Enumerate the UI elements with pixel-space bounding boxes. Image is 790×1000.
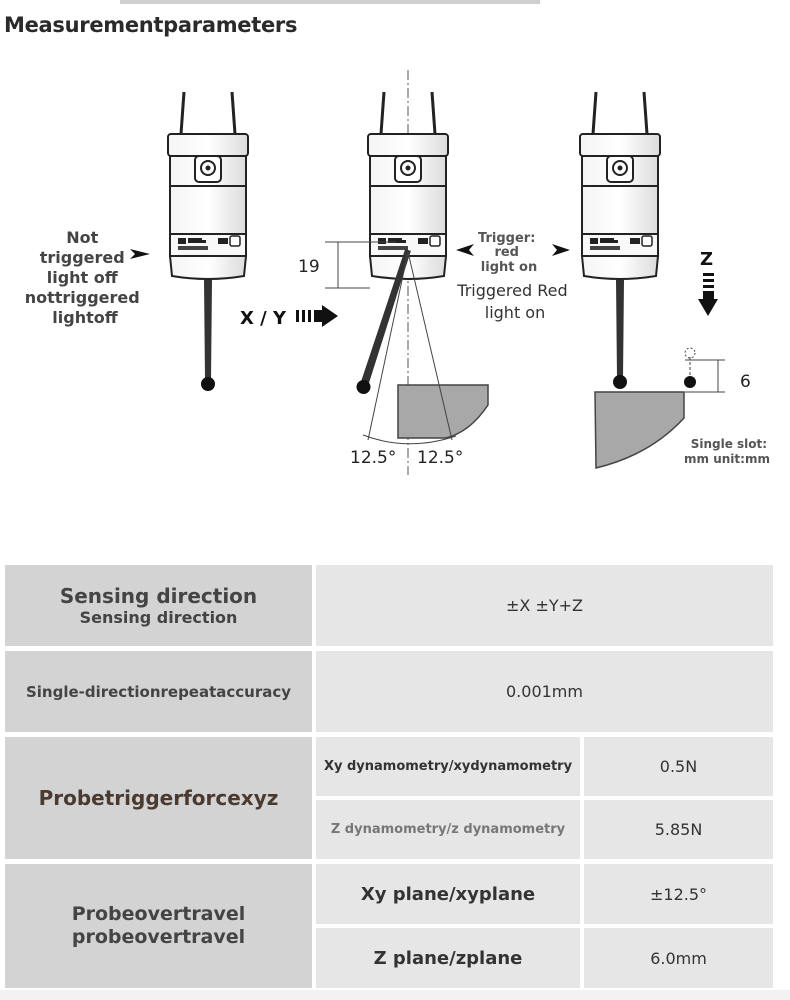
svg-text:Not triggered light of: Not triggered light off nottriggered lig… [25, 228, 146, 327]
trigger-big-line: light on [485, 303, 545, 322]
z-axis-label: Z [700, 249, 713, 270]
probe-triggered-z [578, 90, 662, 389]
left-label-line: light off [47, 268, 119, 287]
trigger-small-line: Trigger: [478, 231, 535, 246]
sensing-label: Sensing direction [59, 584, 258, 608]
unit-note-line: mm unit:mm [684, 452, 770, 466]
overtravel-xy-value: ±12.5° [584, 864, 773, 924]
unit-note-line: Single slot: [691, 437, 767, 451]
arrow-right-probe [552, 244, 570, 256]
arrow-left-probe [130, 249, 150, 259]
dimension-19-label: 19 [298, 257, 320, 277]
left-label-line: triggered [40, 248, 125, 267]
probe-untriggered [166, 90, 250, 391]
overtravel-label-cell: Probeovertravel probeovertravel [5, 864, 312, 988]
z-motion-arrow-icon [698, 273, 718, 316]
repeat-label: Single-directionrepeataccuracy [5, 651, 312, 732]
dimension-6-label: 6 [740, 372, 751, 392]
overtravel-label-line: probeovertravel [71, 926, 246, 948]
spec-row-trigger-force: Probetriggerforcexyz Xy dynamometry/xydy… [5, 737, 773, 859]
spec-row-repeat-accuracy: Single-directionrepeataccuracy 0.001mm [5, 651, 773, 732]
force-z-value: 5.85N [584, 800, 773, 859]
cropped-bottom-edge [0, 990, 790, 1000]
left-label-line: Not [66, 228, 98, 247]
repeat-value: 0.001mm [316, 651, 773, 732]
probe-measurement-diagram: Not triggered light off nottriggered lig… [25, 70, 771, 475]
force-label: Probetriggerforcexyz [5, 737, 312, 859]
trigger-big-line: Triggered Red [456, 281, 567, 300]
left-label-line: lightoff [52, 308, 118, 327]
overtravel-label-line: Probeovertravel [71, 903, 246, 925]
sensing-sublabel: Sensing direction [79, 608, 238, 627]
angle-right-label: 12.5° [417, 448, 463, 468]
spec-label-cell: Sensing direction Sensing direction [5, 565, 312, 646]
angle-left-label: 12.5° [350, 448, 396, 468]
svg-text:Trigger: red light on: Trigger: red light on [478, 231, 540, 275]
force-xy-label: Xy dynamometry/xydynamometry [316, 737, 580, 796]
trigger-small-line: red [494, 245, 519, 260]
overtravel-z-label: Z plane/zplane [316, 928, 580, 988]
svg-text:Single slot: mm unit:mm: Single slot: mm unit:mm [684, 437, 771, 466]
trigger-small-line: light on [481, 260, 537, 275]
xy-motion-arrow-icon [296, 305, 338, 327]
svg-text:Triggered Red light on: Triggered Red light on [456, 281, 572, 322]
arrow-trigger-icon [456, 244, 474, 256]
cropped-top-edge [120, 0, 540, 4]
overtravel-z-value: 6.0mm [584, 928, 773, 988]
page-title: Measurementparameters [4, 13, 298, 37]
force-xy-value: 0.5N [584, 737, 773, 796]
xy-axis-label: X / Y [240, 308, 287, 329]
left-label-line: nottriggered [25, 288, 140, 307]
overtravel-xy-label: Xy plane/xyplane [316, 864, 580, 924]
force-z-label: Z dynamometry/z dynamometry [316, 800, 580, 859]
spec-row-sensing-direction: Sensing direction Sensing direction ±X ±… [5, 565, 773, 646]
sensing-value: ±X ±Y+Z [316, 565, 773, 646]
spec-row-overtravel: Probeovertravel probeovertravel Xy plane… [5, 864, 773, 988]
